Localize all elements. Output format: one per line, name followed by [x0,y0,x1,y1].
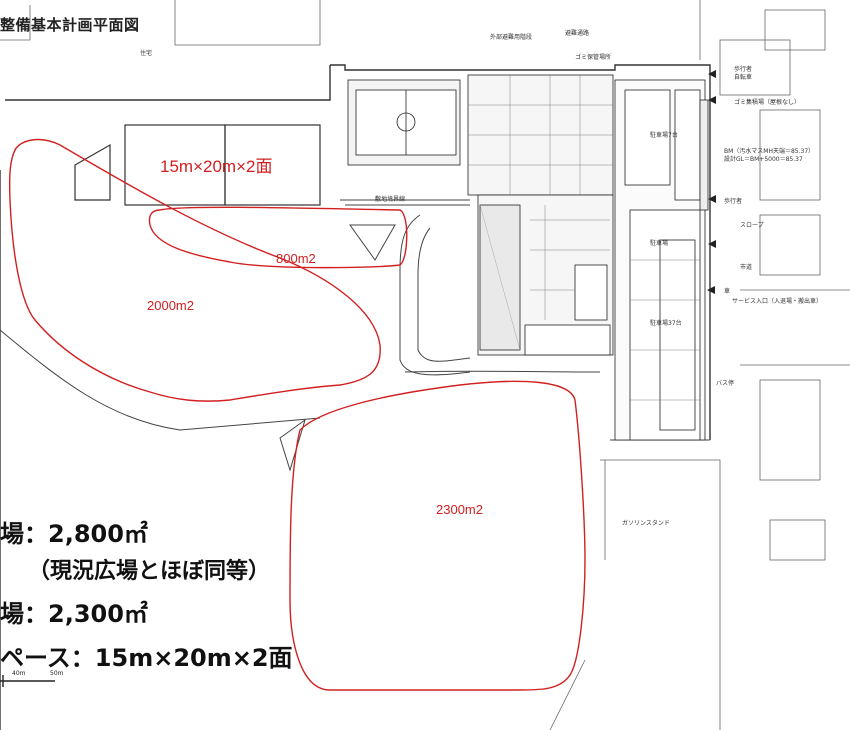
summary-line-1: 場：2,800㎡ [0,520,148,548]
court-area-label: 15m×20m×2面 [160,157,273,176]
label-gas: ガソリンスタンド [622,520,670,527]
building-detail [468,75,700,401]
label-parking2: 駐車場 [650,240,669,247]
label-bicycle: 自転車 [734,74,753,81]
label-parking3: 駐車場37台 [650,320,682,327]
label-road-top: 避難通路 [565,30,590,37]
label-gomi-shuseki: ゴミ集積場（屋根なし） [734,99,801,106]
summary-line-2: （現況広場とほぼ同等） [28,559,271,584]
label-pedestrian: 歩行者 [734,66,753,73]
label-service: サービス入口（入退場・搬出車） [732,298,823,305]
area-2300-label: 2300m2 [436,502,483,517]
label-parking1: 駐車場7台 [650,132,678,139]
label-bm: BM（汚水マスMH天端＝85.37） [724,148,815,155]
court-boxes [74,124,321,206]
area-2000-label: 2000m2 [147,298,194,313]
label-gomi: ゴミ保管場所 [575,54,612,61]
label-road-top2: 外部避難用階段 [490,34,533,41]
scale-label-40: 40m [12,670,26,677]
page-title: 整備基本計画平面図 [0,16,140,34]
scale-bar [0,675,55,687]
label-shidou: 市道 [740,264,753,271]
label-shikichi: 敷地境界線 [375,196,406,203]
direction-markers [707,70,716,294]
label-bm2: 設計GL＝BM+5000＝85.37 [724,156,803,163]
summary-line-4: ペース：15m×20m×2面 [0,644,293,672]
label-sankou: 歩行者 [724,198,743,205]
label-car: 車 [724,288,731,295]
area-800-label: 800m2 [276,251,316,266]
label-jutaku: 住宅 [140,50,153,57]
scale-label-50: 50m [50,670,64,677]
summary-line-3: 場：2,300㎡ [0,600,148,628]
label-slope: スロープ [740,222,764,229]
site-boundary [0,64,711,730]
label-bus: バス停 [716,380,735,387]
area-outlines [8,138,586,691]
